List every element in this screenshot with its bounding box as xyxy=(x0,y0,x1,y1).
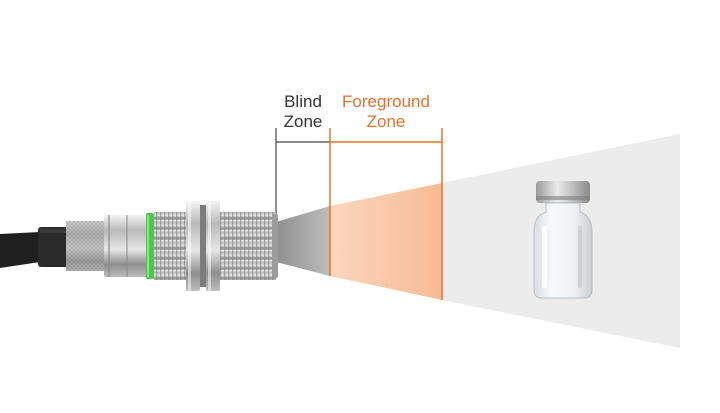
foreground-zone-label: Foreground Zone xyxy=(330,92,442,132)
proximity-sensor-icon xyxy=(0,201,278,291)
foreground-zone-beam xyxy=(330,183,442,300)
foreground-zone-label-line1: Foreground xyxy=(342,92,430,111)
blind-zone-label-line1: Blind xyxy=(284,92,322,111)
glass-vial-icon xyxy=(533,181,593,299)
lock-washer xyxy=(200,205,206,287)
blind-zone-beam xyxy=(276,206,330,276)
cable xyxy=(0,232,40,268)
blind-zone-label: Blind Zone xyxy=(276,92,330,132)
sensing-face xyxy=(272,214,278,278)
cable-boot xyxy=(38,227,68,267)
blind-zone-label-line2: Zone xyxy=(283,112,323,131)
vial-body xyxy=(533,202,593,299)
foreground-zone-label-line2: Zone xyxy=(366,112,406,131)
